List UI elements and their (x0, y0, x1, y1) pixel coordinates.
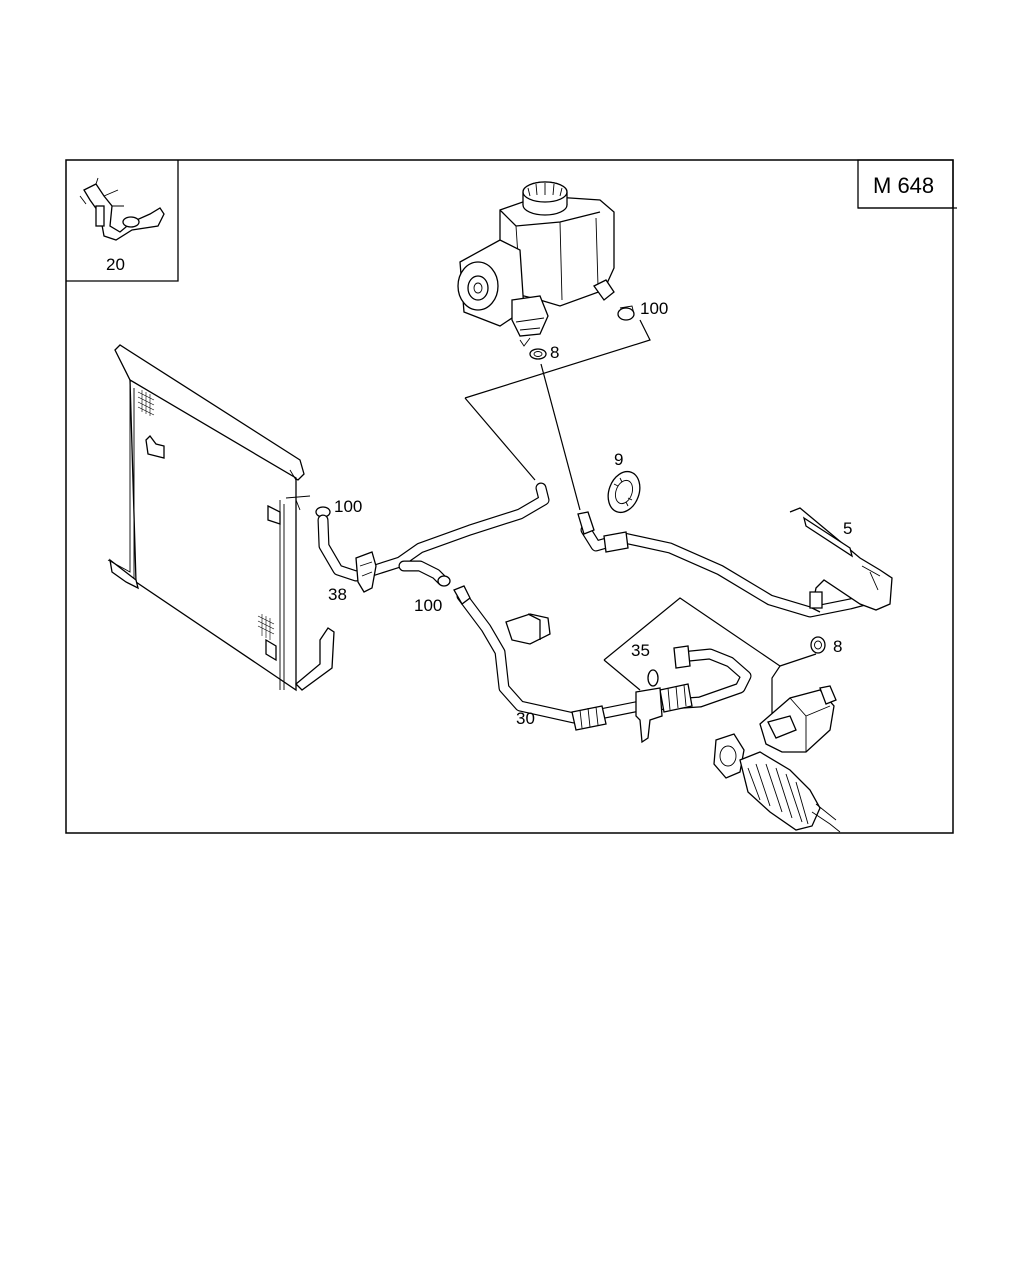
return-hose-icon (317, 482, 550, 582)
callout-clamp-mid: 100 (414, 596, 442, 615)
oil-cooler-icon (107, 344, 335, 692)
callout-clamp-radiator: 100 (334, 497, 362, 516)
seal-ring-9-icon (607, 470, 641, 514)
inset-label: 20 (106, 255, 125, 274)
leader-line (603, 659, 641, 691)
leader-line (464, 397, 536, 481)
callout-seal-35: 35 (631, 641, 650, 660)
model-code-box: M 648 (857, 159, 957, 209)
cooler-line-30-icon (453, 585, 580, 724)
callout-clamp-38: 38 (328, 585, 347, 604)
hose-clamp-icon (617, 305, 635, 321)
bracket-20-icon (79, 177, 165, 241)
callout-seal-pump: 8 (550, 343, 559, 362)
model-code: M 648 (873, 173, 934, 198)
connector-hose-icon (398, 560, 451, 587)
callout-line-5: 5 (843, 519, 852, 538)
callout-seal-rack: 8 (833, 637, 842, 656)
seal-ring-icon (810, 636, 826, 654)
callout-line-30: 30 (516, 709, 535, 728)
diagram-frame (65, 159, 954, 834)
clamp-38-icon (355, 551, 377, 593)
seal-35-icon (647, 669, 659, 687)
leader-line (779, 653, 817, 667)
pressure-hose-icon (571, 645, 752, 744)
inset-box: 20 (66, 160, 179, 282)
leader-line (464, 319, 651, 399)
leader-line (540, 363, 581, 511)
seal-ring-icon (529, 348, 547, 360)
pressure-line-5-icon (577, 507, 893, 618)
leader-line (603, 597, 781, 740)
steering-rack-icon (713, 685, 841, 833)
callout-seal-ring: 9 (614, 450, 623, 469)
power-steering-pump-icon (457, 181, 615, 347)
cooler-grid-icon (137, 390, 275, 640)
callout-clamp-pump: 100 (640, 299, 668, 318)
